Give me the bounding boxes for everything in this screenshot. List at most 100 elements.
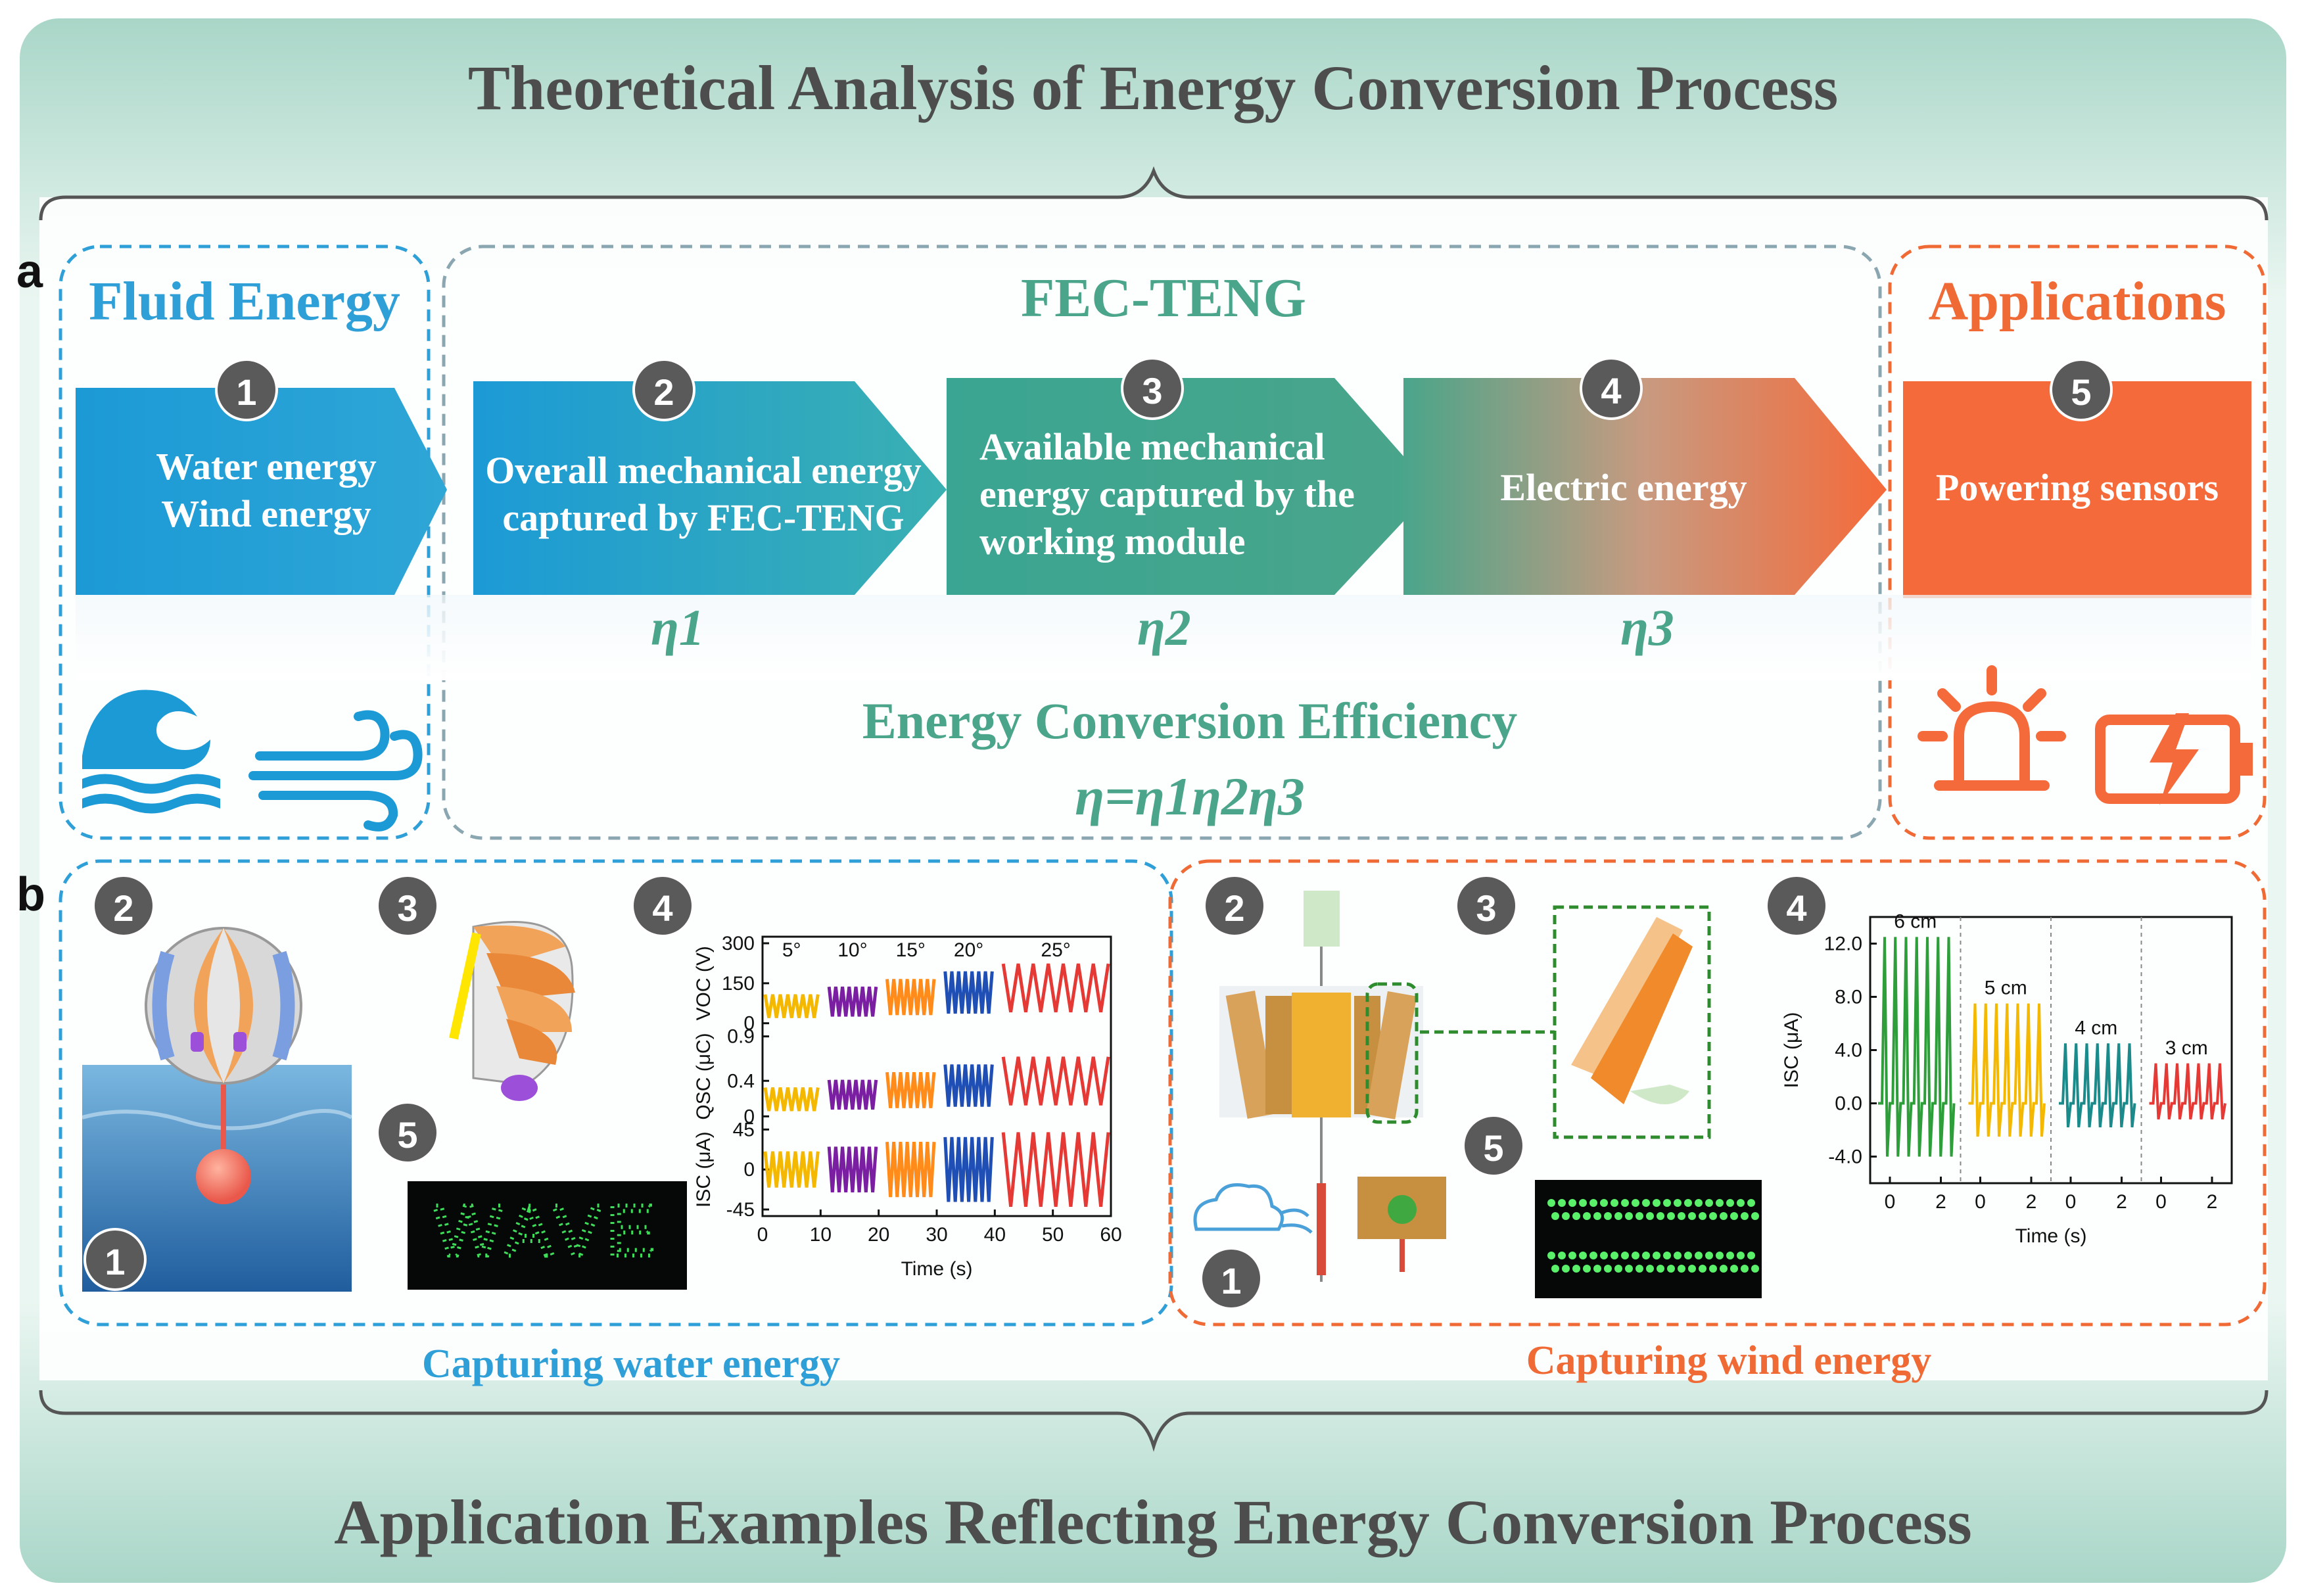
led-dot bbox=[1625, 1212, 1633, 1220]
applications-box bbox=[1888, 245, 2267, 840]
led-grid-dots bbox=[1547, 1199, 1759, 1273]
y-tick-label: 0.0 bbox=[1835, 1093, 1862, 1115]
led-wave-text: WAVE bbox=[434, 1190, 660, 1271]
arrow-4 bbox=[1403, 378, 1887, 595]
x-tick-label: 10 bbox=[810, 1224, 832, 1246]
y-tick-label: 300 bbox=[722, 933, 755, 954]
step-4-text: Electric energy bbox=[1500, 466, 1747, 509]
step-2-line-1: Overall mechanical energy bbox=[485, 449, 922, 492]
led-dot bbox=[1751, 1265, 1759, 1273]
y-tick-label: -45 bbox=[726, 1199, 755, 1221]
led-dot bbox=[1716, 1252, 1724, 1259]
led-dot bbox=[1621, 1199, 1629, 1207]
led-dot bbox=[1572, 1265, 1580, 1273]
series-line-0-0 bbox=[763, 994, 820, 1018]
led-dot bbox=[1646, 1265, 1654, 1273]
step-badge-5: 5 bbox=[2050, 358, 2113, 421]
led-dot bbox=[1737, 1252, 1745, 1259]
panel-a-letter: a bbox=[16, 245, 43, 298]
series-line-2-1 bbox=[827, 1146, 878, 1192]
series-label: 15° bbox=[896, 939, 926, 961]
led-dot bbox=[1688, 1212, 1696, 1220]
y-axis-label: ISC (μA) bbox=[1781, 1012, 1802, 1089]
series-label: 4 cm bbox=[2075, 1017, 2117, 1039]
series-label: 6 cm bbox=[1894, 910, 1937, 932]
led-dot bbox=[1747, 1252, 1755, 1259]
led-dot bbox=[1741, 1265, 1749, 1273]
x-tick-label: 0 bbox=[757, 1224, 768, 1246]
wind-badge-2: 2 bbox=[1203, 874, 1266, 937]
step-badge-2: 2 bbox=[632, 358, 695, 421]
step-2-text: Overall mechanical energy captured by FE… bbox=[473, 447, 933, 542]
efficiency-label: Energy Conversion Efficiency bbox=[862, 692, 1518, 749]
series-line-1-0 bbox=[763, 1087, 820, 1112]
y-tick-label: 12.0 bbox=[1824, 933, 1862, 955]
led-grid-display bbox=[1535, 1180, 1762, 1298]
led-dot bbox=[1674, 1199, 1682, 1207]
led-dot bbox=[1632, 1199, 1639, 1207]
series-line-1-1 bbox=[827, 1079, 878, 1110]
y-tick-label: 0 bbox=[743, 1106, 755, 1127]
x-tick-label: 20 bbox=[868, 1224, 889, 1246]
led-dot bbox=[1684, 1252, 1692, 1259]
series-line-0-4 bbox=[1001, 963, 1110, 1013]
led-dot bbox=[1730, 1265, 1738, 1273]
x-tick-label: 0 bbox=[1885, 1191, 1896, 1213]
led-dot bbox=[1747, 1199, 1755, 1207]
bottom-title: Application Examples Reflecting Energy C… bbox=[334, 1487, 1972, 1557]
led-dot bbox=[1572, 1212, 1580, 1220]
fluid-energy-box bbox=[59, 245, 431, 840]
led-dot bbox=[1635, 1265, 1643, 1273]
water-badge-4: 4 bbox=[631, 874, 694, 937]
y-tick-label: -4.0 bbox=[1828, 1146, 1862, 1168]
led-dot bbox=[1695, 1252, 1703, 1259]
led-dot bbox=[1699, 1212, 1706, 1220]
x-axis-label: Time (s) bbox=[901, 1258, 973, 1280]
y-tick-label: 0.9 bbox=[727, 1026, 755, 1048]
led-dot bbox=[1614, 1212, 1622, 1220]
series-line-1 bbox=[1968, 1003, 2046, 1137]
step-1-text: Water energy Wind energy bbox=[82, 443, 450, 538]
led-dot bbox=[1593, 1212, 1601, 1220]
x-tick-label: 40 bbox=[984, 1224, 1006, 1246]
step-badge-4: 4 bbox=[1580, 357, 1643, 420]
top-title: Theoretical Analysis of Energy Conversio… bbox=[467, 53, 1839, 123]
led-dot bbox=[1695, 1199, 1703, 1207]
led-dot bbox=[1663, 1252, 1671, 1259]
arrow-2 bbox=[473, 381, 947, 595]
wind-mini-device bbox=[1357, 1177, 1446, 1272]
step-1-line-1: Water energy bbox=[156, 445, 377, 488]
wind-badge-4: 4 bbox=[1765, 874, 1828, 937]
step-1-line-2: Wind energy bbox=[161, 492, 371, 535]
led-dot bbox=[1558, 1252, 1566, 1259]
series-line-2-4 bbox=[1001, 1132, 1110, 1207]
cloud-wind-icon bbox=[1193, 1183, 1313, 1234]
led-dot bbox=[1583, 1265, 1591, 1273]
x-axis-label: Time (s) bbox=[2015, 1225, 2087, 1247]
series-line-1-2 bbox=[885, 1071, 936, 1108]
led-dot bbox=[1657, 1212, 1664, 1220]
internal-structure-illustration bbox=[449, 921, 575, 1101]
led-dot bbox=[1730, 1212, 1738, 1220]
step-badge-3: 3 bbox=[1121, 357, 1184, 420]
arrow-3 bbox=[947, 378, 1433, 595]
y-tick-label: 8.0 bbox=[1835, 987, 1862, 1008]
led-dot bbox=[1716, 1199, 1724, 1207]
led-dot bbox=[1751, 1212, 1759, 1220]
led-dot bbox=[1614, 1265, 1622, 1273]
series-line-0-2 bbox=[885, 979, 936, 1016]
alarm-icon bbox=[1918, 665, 2066, 791]
wind-badge-3: 3 bbox=[1455, 874, 1518, 937]
led-dot bbox=[1720, 1265, 1728, 1273]
arrow-1 bbox=[76, 388, 447, 595]
series-line-2-3 bbox=[943, 1137, 994, 1202]
series-line-2-0 bbox=[763, 1151, 820, 1188]
series-line-0-1 bbox=[827, 986, 878, 1017]
led-dot bbox=[1688, 1265, 1696, 1273]
led-dot bbox=[1562, 1265, 1570, 1273]
led-dot bbox=[1737, 1199, 1745, 1207]
series-line-0 bbox=[1878, 937, 1956, 1157]
battery-icon bbox=[2095, 713, 2253, 805]
eta-3: η3 bbox=[1620, 599, 1674, 656]
x-tick-label: 50 bbox=[1042, 1224, 1064, 1246]
